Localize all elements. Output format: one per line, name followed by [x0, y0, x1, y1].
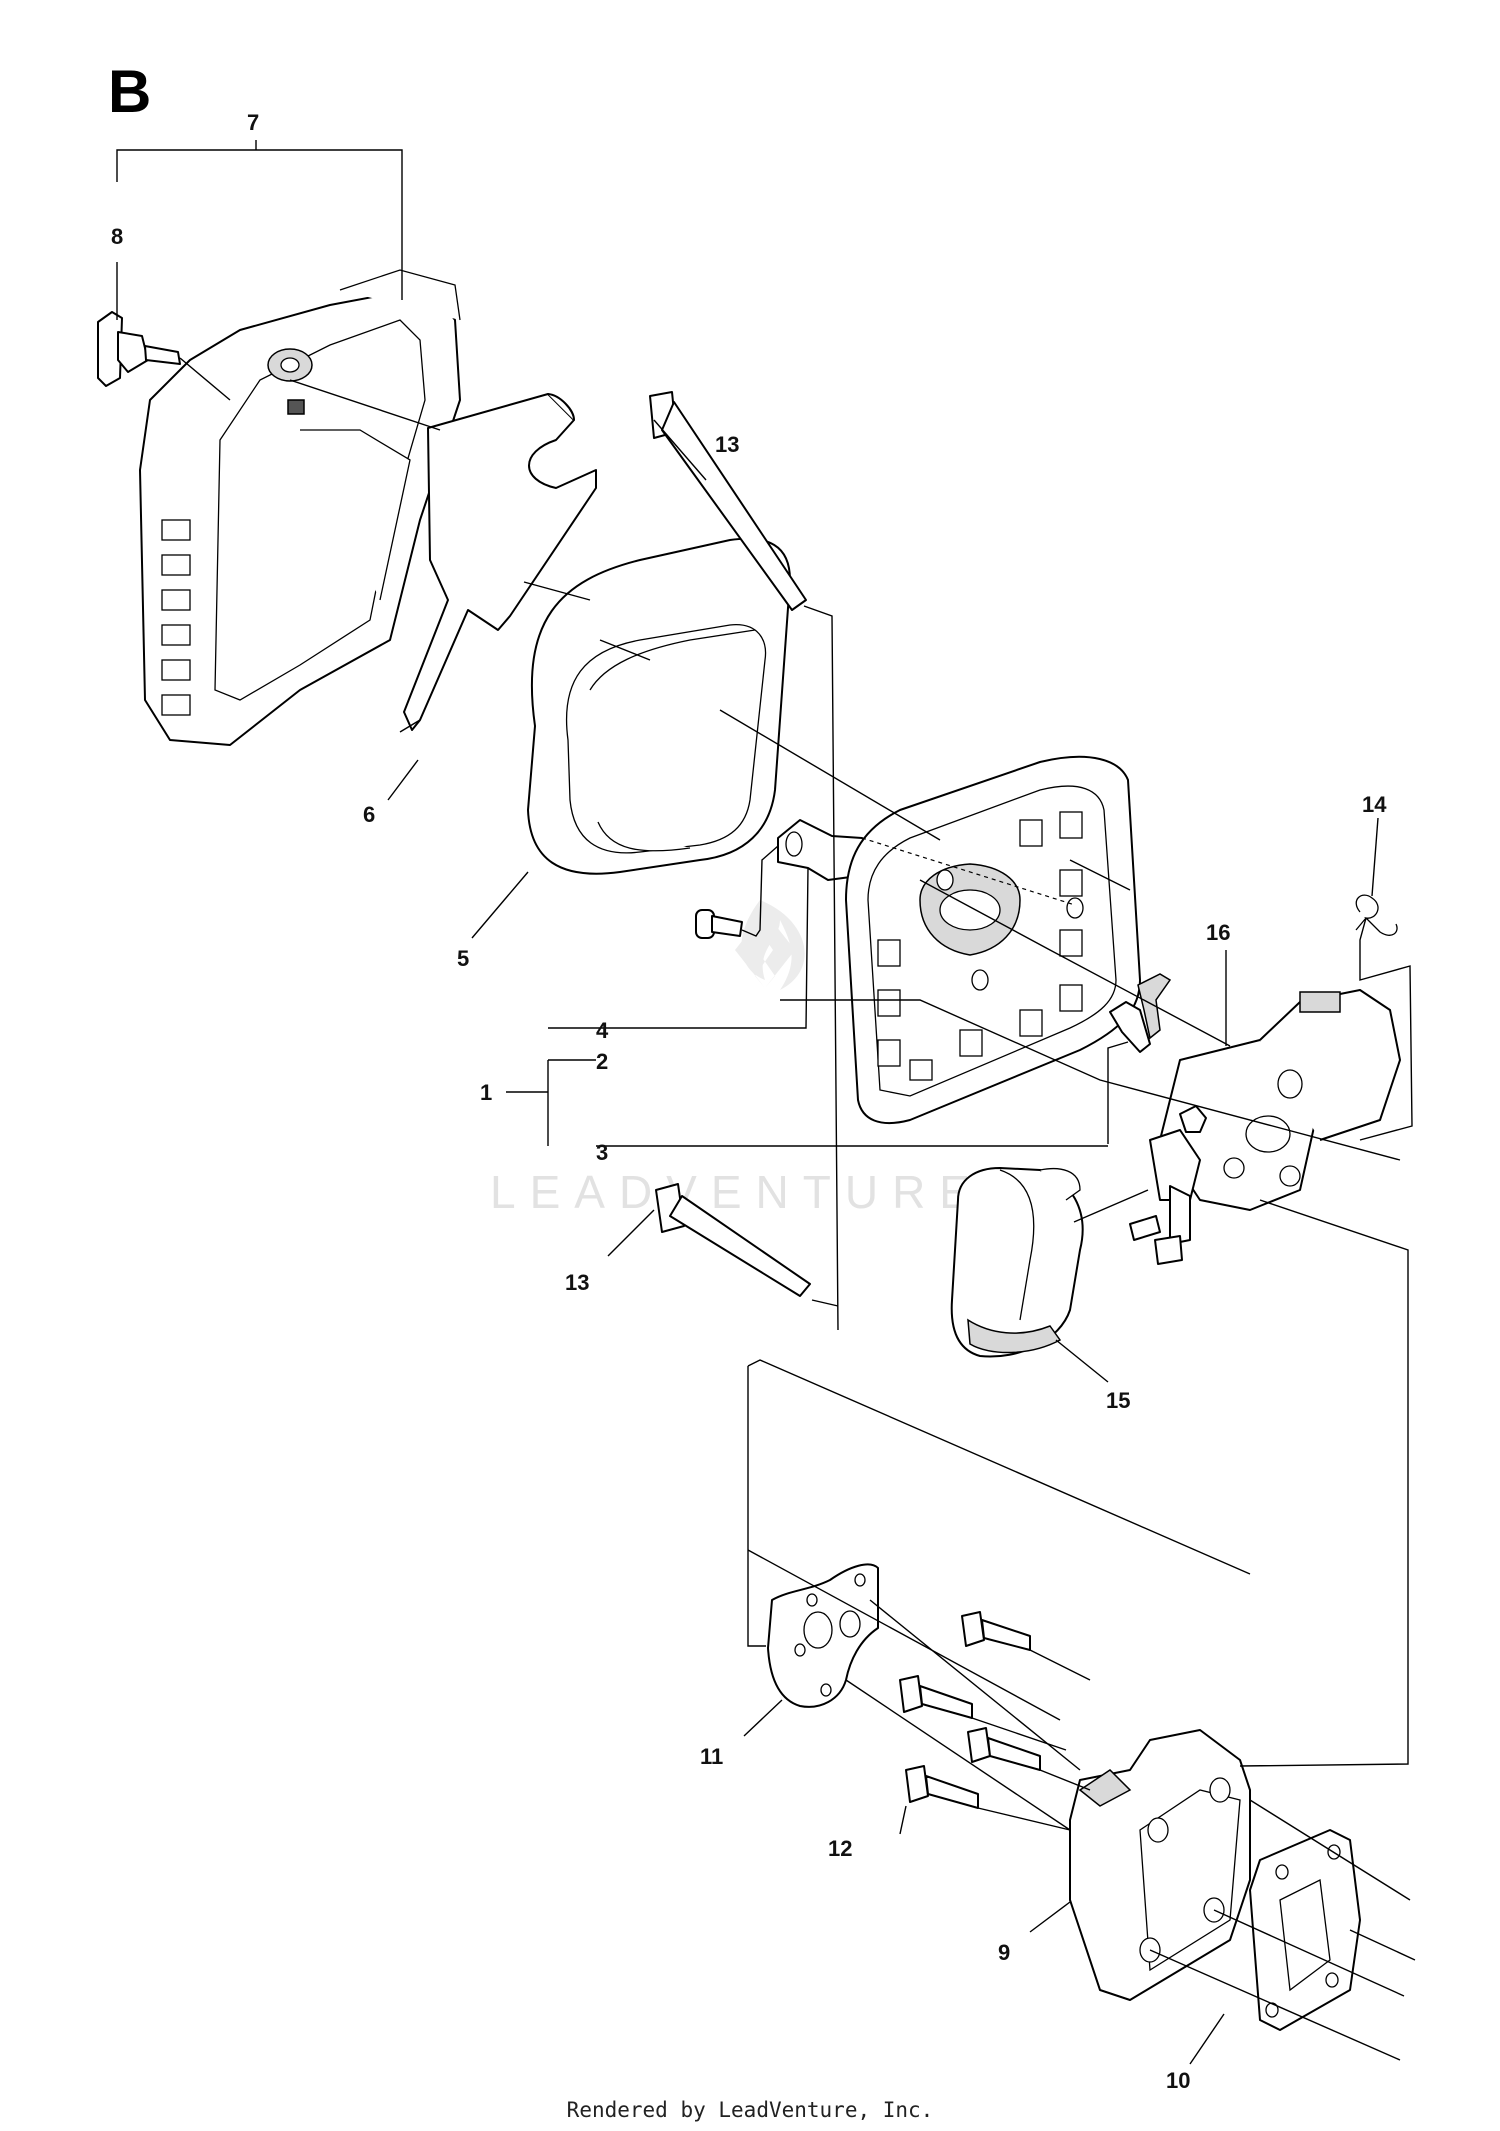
- part-7-filter-cover: [139, 269, 461, 746]
- callout-5: 5: [457, 946, 469, 971]
- callout-13-lower: 13: [565, 1270, 589, 1295]
- callout-9: 9: [998, 1940, 1010, 1965]
- part-15-boot: [950, 1167, 1084, 1358]
- callout-13-upper: 13: [715, 432, 739, 457]
- callout-15: 15: [1106, 1388, 1130, 1413]
- callout-6: 6: [363, 802, 375, 827]
- part-1-filter-base: [845, 755, 1141, 1125]
- callout-16: 16: [1206, 920, 1230, 945]
- watermark-text: LEADVENTURE: [490, 1166, 984, 1218]
- callout-7: 7: [247, 110, 259, 135]
- part-11-insulator-gasket: [767, 1563, 879, 1708]
- callout-11: 11: [700, 1744, 723, 1769]
- watermark: LEADVENTURE: [490, 900, 984, 1218]
- assembly-lines: [116, 140, 1416, 2065]
- part-13-bolt-lower: [655, 1183, 811, 1297]
- part-8-cover-knob: [97, 311, 181, 387]
- part-10-gasket: [1249, 1829, 1361, 2031]
- part-16-carburetor: [1129, 989, 1401, 1265]
- callouts: 7 8 13 6 5 14 16 4 2 1 3 13 15 11 12 9 1…: [111, 110, 1387, 2093]
- callout-14: 14: [1362, 792, 1387, 817]
- part-12-screws: [899, 1611, 1041, 1809]
- part-6-gasket: [403, 393, 597, 731]
- callout-8: 8: [111, 224, 123, 249]
- part-13-bolt-upper: [649, 391, 807, 611]
- callout-3: 3: [596, 1140, 608, 1165]
- part-5-air-filter: [527, 537, 791, 875]
- callout-4: 4: [596, 1018, 609, 1043]
- section-label: B: [108, 58, 151, 125]
- part-9-intake-manifold: [1069, 1729, 1251, 2001]
- part-4-screw: [695, 909, 743, 939]
- callout-12: 12: [828, 1836, 852, 1861]
- callout-10: 10: [1166, 2068, 1190, 2093]
- footer-credit: Rendered by LeadVenture, Inc.: [566, 2098, 934, 2122]
- part-14-clip: [1355, 894, 1398, 936]
- callout-2: 2: [596, 1049, 608, 1074]
- callout-1: 1: [480, 1080, 492, 1105]
